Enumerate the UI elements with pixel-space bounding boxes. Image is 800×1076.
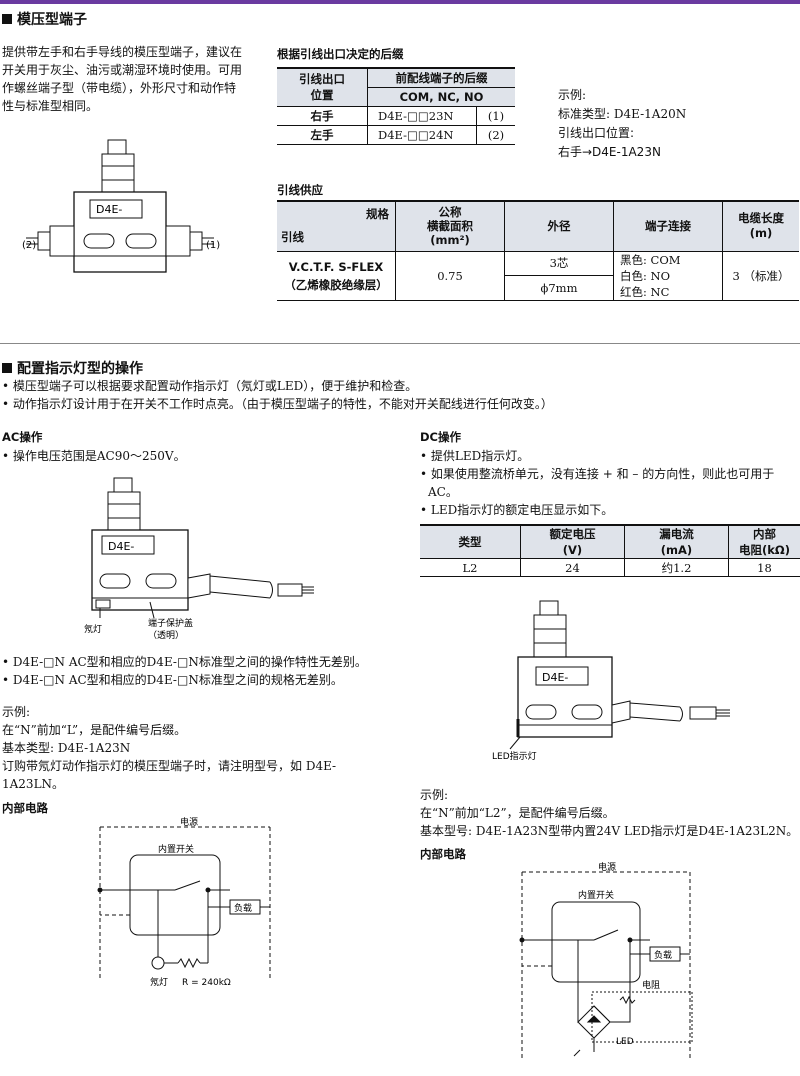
intro-text: 提供带左手和右手导线的模压型端子，建议在开关用于灰尘、油污或潮湿环境时使用。可用… — [2, 45, 243, 113]
example-block: 示例: 标准类型: D4E-1A20N 引线出口位置: 右手→D4E-1A23N — [558, 88, 687, 159]
svg-text:（透明）: （透明） — [148, 630, 184, 641]
ac-switch-figure: D4E- 氖灯 端子保护盖 （透明） — [84, 477, 314, 641]
supply-title: 引线供应 — [277, 183, 323, 197]
model-label: D4E- — [542, 671, 568, 684]
ac-circuit-title: 内部电路 — [2, 801, 48, 815]
svg-text:LED指示灯: LED指示灯 — [492, 750, 537, 762]
ac-example: 示例: 在“N”前加“L”，是配件编号后缀。 基本类型: D4E-1A23N 订… — [2, 705, 337, 791]
svg-text:电源: 电源 — [598, 861, 616, 873]
svg-text:(2): (2) — [22, 240, 36, 251]
svg-text:端子保护盖: 端子保护盖 — [148, 617, 193, 629]
led-rating-table: 类型 额定电压 漏电流 内部 (V) (mA) 电阻(kΩ) L2 24 约1.… — [420, 524, 800, 577]
svg-text:负载: 负载 — [234, 902, 252, 914]
supply-table: 规格 引线 公称横截面积(mm²) 外径 端子连接 电缆长度(m) V.C.T.… — [277, 200, 799, 301]
svg-text:内置开关: 内置开关 — [578, 889, 614, 901]
suffix-title: 根据引线出口决定的后缀 — [277, 47, 404, 61]
section-title-indicator: 配置指示灯型的操作 — [2, 358, 143, 378]
svg-text:R = 240kΩ: R = 240kΩ — [182, 978, 231, 988]
indicator-bullets: • 模压型端子可以根据要求配置动作指示灯（氖灯或LED），便于维护和检查。• 动… — [2, 379, 553, 411]
section-title-molded: 模压型端子 — [2, 9, 87, 29]
dc-switch-figure: D4E- LED指示灯 — [492, 600, 730, 762]
ac-circuit-diagram: 电源 内置开关 负载 氖灯 R = 240kΩ — [97, 816, 271, 988]
molded-switch-figure: D4E- (2) (1) — [22, 139, 220, 273]
top-accent-line — [0, 0, 800, 4]
svg-text:(1): (1) — [206, 240, 220, 251]
svg-text:电阻: 电阻 — [642, 979, 660, 991]
suffix-table: 引线出口位置 前配线端子的后缀 COM, NC, NO 右手 D4E-□□23N… — [277, 67, 515, 145]
svg-text:电源: 电源 — [180, 816, 198, 828]
model-label: D4E- — [108, 540, 134, 553]
section-divider — [0, 343, 800, 344]
svg-text:LED: LED — [616, 1037, 634, 1047]
dc-title: DC操作 — [420, 430, 461, 444]
dc-circuit-title: 内部电路 — [420, 847, 466, 861]
dc-bullets: • 提供LED指示灯。 • 如果使用整流桥单元，没有连接 + 和 – 的方向性，… — [420, 449, 775, 517]
ac-title: AC操作 — [2, 430, 43, 444]
model-label: D4E- — [96, 203, 122, 216]
svg-text:负载: 负载 — [654, 949, 672, 961]
dc-example: 示例: 在“N”前加“L2”，是配件编号后缀。 基本型号: D4E-1A23N型… — [420, 788, 799, 838]
dc-circuit-diagram: 电源 内置开关 负载 电阻 LED — [519, 861, 693, 1060]
ac-voltage: • 操作电压范围是AC90～250V。 — [2, 449, 186, 463]
svg-text:氖灯: 氖灯 — [150, 976, 168, 988]
ac-notes: • D4E-□N AC型和相应的D4E-□N标准型之间的操作特性无差别。• D4… — [2, 655, 367, 687]
svg-text:氖灯: 氖灯 — [84, 623, 102, 635]
svg-text:内置开关: 内置开关 — [158, 843, 194, 855]
